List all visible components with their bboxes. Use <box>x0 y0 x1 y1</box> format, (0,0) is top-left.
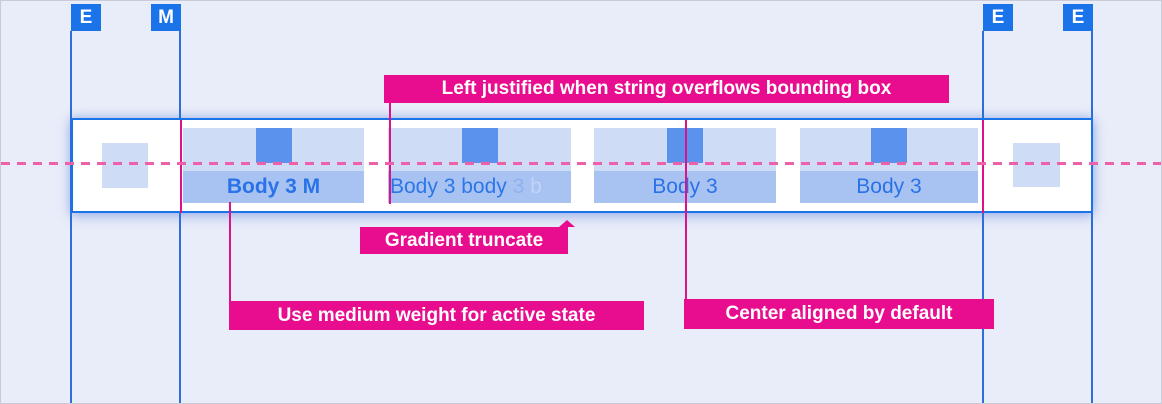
tab-label-text-faint: b <box>530 175 542 198</box>
tab-item-overflow[interactable]: Body 3 body 3 b <box>388 128 571 203</box>
tab-label-text: Body 3 <box>652 175 718 198</box>
tab-label-text-fading: 3 <box>512 175 531 198</box>
annotation-gradient-truncate: Gradient truncate <box>360 227 568 254</box>
tab-label-text: Body 3 <box>856 175 922 198</box>
tab-item-active[interactable]: Body 3 M <box>183 128 364 203</box>
tab-label-text: Body 3 M <box>226 175 321 198</box>
tab-label: Body 3 M <box>183 171 364 203</box>
guide-line-margin-right <box>982 31 984 403</box>
spacing-marker-m: M <box>151 4 181 31</box>
tab-placeholder-icon <box>871 128 907 163</box>
guide-line-edge-left <box>70 31 72 403</box>
tab-label-text-solid: Body 3 body <box>390 175 513 198</box>
spacing-marker-e-left: E <box>71 4 101 31</box>
edge-padding-square-left <box>102 143 148 188</box>
annotation-left-justified: Left justified when string overflows bou… <box>384 75 949 103</box>
tab-placeholder-icon <box>461 128 498 163</box>
edge-padding-square-right <box>1013 143 1060 187</box>
spacing-marker-e-right-inner: E <box>983 4 1013 31</box>
connector-line-medium-weight <box>229 202 231 301</box>
connector-line-left-justified <box>389 102 391 204</box>
annotation-center-aligned: Center aligned by default <box>684 299 994 329</box>
guide-line-edge-right <box>1091 31 1093 403</box>
tab-label: Body 3 <box>800 171 978 203</box>
tab-label: Body 3 body 3 b <box>388 171 571 203</box>
tab-item[interactable]: Body 3 <box>800 128 978 203</box>
connector-line-center-aligned <box>685 120 687 299</box>
connector-line-tab-area-end <box>982 120 984 213</box>
guide-line-margin-left <box>179 31 181 403</box>
connector-line-tab-area-start <box>180 120 182 213</box>
annotation-arrow-up-icon <box>559 220 575 227</box>
spacing-marker-e-right-outer: E <box>1063 4 1093 31</box>
annotation-medium-weight: Use medium weight for active state <box>229 301 644 330</box>
baseline-dashed-line <box>1 162 1161 165</box>
tab-placeholder-icon <box>255 128 292 163</box>
